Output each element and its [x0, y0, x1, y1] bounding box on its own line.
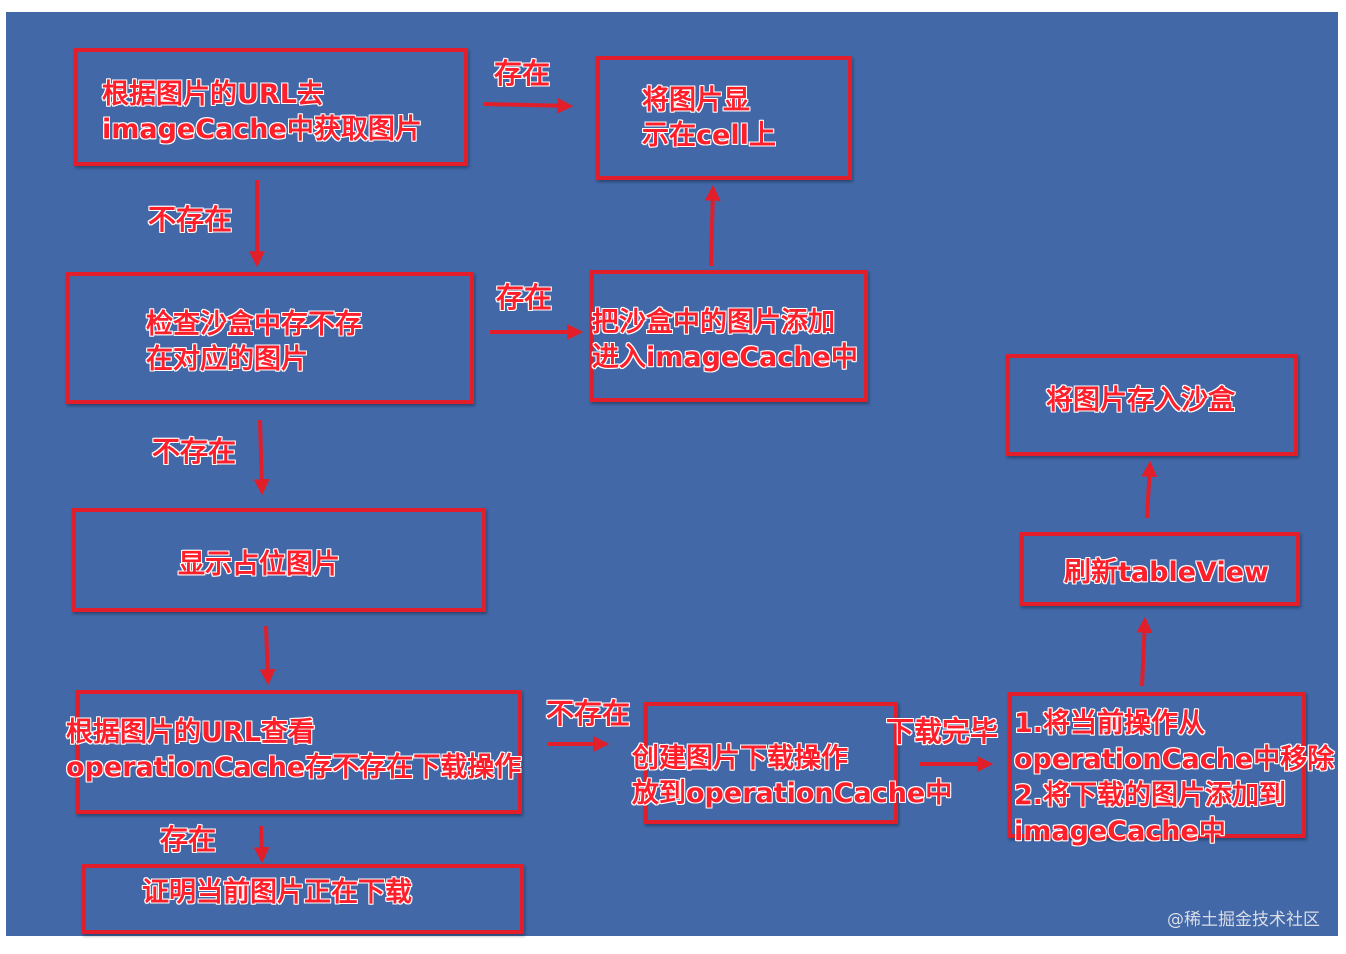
box-create-download-text: 创建图片下载操作放到operationCache中: [632, 743, 953, 809]
arrow-refresh-to-save: [1141, 460, 1158, 519]
box-downloading: [82, 864, 524, 934]
box-downloading-text: 证明当前图片正在下载: [142, 877, 412, 908]
label-not-exists-3: 不存在: [546, 697, 631, 730]
arrow-operation-to-downloading: [253, 825, 270, 864]
box-lookup-cache: [74, 48, 468, 166]
box-save-sandbox: [1006, 354, 1298, 456]
box-refresh-table: [1020, 532, 1300, 606]
label-not-exists-1: 不存在: [148, 203, 233, 236]
label-exists-3: 存在: [160, 823, 217, 856]
box-add-to-cache-text: 把沙盒中的图片添加进入imageCache中: [592, 307, 858, 373]
box-placeholder: [72, 508, 486, 612]
box-check-sandbox: [66, 272, 474, 404]
box-create-download: [644, 702, 898, 824]
label-exists-2: 存在: [496, 281, 553, 314]
arrow-sandbox-to-placeholder: [253, 419, 270, 496]
box-add-to-cache: [590, 270, 868, 402]
arrow-placeholder-to-operation: [259, 625, 276, 686]
box-refresh-table-text: 刷新tableView: [1064, 557, 1269, 588]
box-check-operation: [76, 690, 522, 814]
arrow-cache-to-cell: [483, 97, 574, 114]
box-check-sandbox-text: 检查沙盒中存不存在对应的图片: [146, 309, 362, 375]
arrow-add-to-cell: [704, 184, 721, 267]
label-exists-1: 存在: [494, 57, 551, 90]
arrow-finish-to-refresh: [1136, 616, 1153, 687]
watermark: @稀土掘金技术社区: [1167, 910, 1320, 930]
box-show-on-cell-text: 将图片显示在cell上: [642, 85, 776, 151]
diagram-canvas: [6, 12, 1338, 936]
box-placeholder-text: 显示占位图片: [178, 549, 340, 580]
box-save-sandbox-text: 将图片存入沙盒: [1046, 385, 1235, 416]
box-show-on-cell: [596, 56, 852, 180]
label-not-exists-2: 不存在: [152, 435, 237, 468]
label-download-done: 下载完毕: [886, 715, 999, 748]
box-finish-steps: [1008, 692, 1306, 838]
